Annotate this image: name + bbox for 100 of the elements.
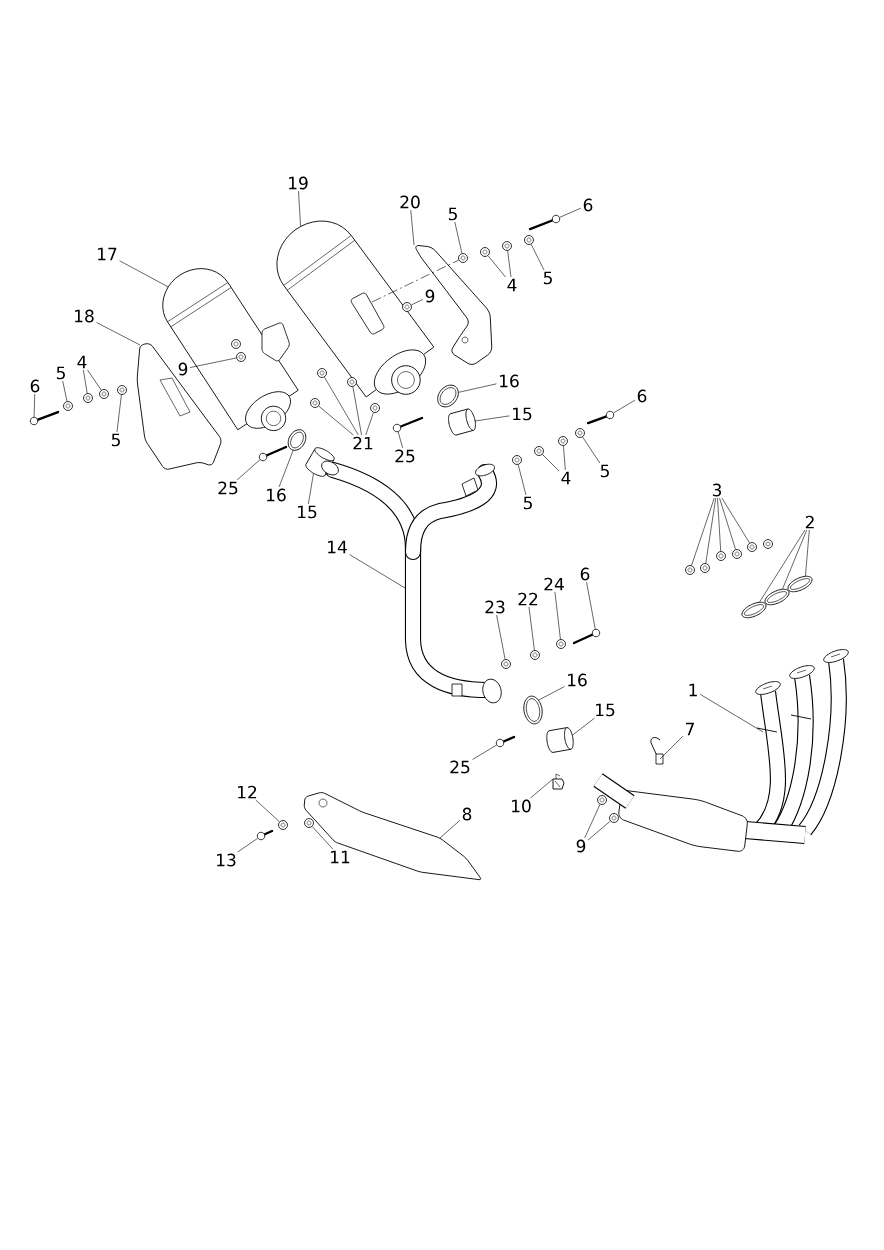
leader-line <box>782 529 808 590</box>
heat-shield <box>415 245 493 365</box>
callout-number: 5 <box>523 496 532 510</box>
callout-number: 6 <box>637 389 647 403</box>
leader-line <box>255 799 280 822</box>
leader-line <box>237 838 258 853</box>
callout-number: 13 <box>217 853 236 867</box>
callout-number: 17 <box>98 247 117 261</box>
callout-number: 15 <box>298 505 317 519</box>
callout-number: 4 <box>77 355 87 369</box>
callout-number: 15 <box>513 407 532 421</box>
leader-line <box>530 778 554 799</box>
callout-number: 20 <box>400 195 420 209</box>
washer <box>524 235 534 245</box>
leader-line <box>308 473 314 505</box>
heat-shield <box>136 343 222 470</box>
bolt <box>495 735 516 748</box>
callout-number: 19 <box>289 176 308 190</box>
washer <box>575 428 585 438</box>
callout-number: 25 <box>450 760 470 774</box>
leader-line <box>705 497 717 564</box>
callout-number: 6 <box>580 567 590 581</box>
leader-line <box>312 826 334 850</box>
leader-line <box>278 449 294 488</box>
leader-line <box>83 369 88 394</box>
leader-line <box>582 436 601 464</box>
leader-line <box>559 207 582 218</box>
callout-number: 4 <box>507 278 517 292</box>
clamp <box>287 429 307 451</box>
leader-line <box>530 244 545 271</box>
callout-number: 16 <box>500 374 519 388</box>
leader-line <box>472 744 497 760</box>
washer <box>63 401 73 411</box>
gasket <box>787 575 813 593</box>
muffler <box>276 220 435 398</box>
callout-number: 9 <box>425 289 435 303</box>
leader-line <box>87 369 102 391</box>
callout-number: 6 <box>30 379 40 393</box>
collar-bolt <box>501 659 511 669</box>
leader-line <box>719 497 736 550</box>
callout-number: 5 <box>56 366 65 380</box>
callout-number: 25 <box>395 449 415 463</box>
nut <box>402 302 412 312</box>
bolt <box>29 410 60 426</box>
nut <box>83 393 93 403</box>
leader-line <box>563 445 566 471</box>
leader-line <box>119 260 169 288</box>
leader-line <box>349 554 406 589</box>
nut <box>685 565 695 575</box>
bolt <box>392 416 424 433</box>
bolt <box>256 829 274 841</box>
callout-number: 12 <box>238 785 257 799</box>
leader-line <box>62 380 68 402</box>
leader-line <box>584 804 601 839</box>
callout-number: 10 <box>512 799 531 813</box>
callout-number: 18 <box>75 309 94 323</box>
callout-number: 9 <box>576 839 586 853</box>
washer <box>278 820 288 830</box>
callout-number: 22 <box>518 592 538 606</box>
nut <box>502 241 512 251</box>
leader-line <box>410 209 415 246</box>
screw <box>370 403 380 413</box>
leader-line <box>298 190 301 227</box>
callout-number: 16 <box>568 673 587 687</box>
leader-line <box>542 454 560 472</box>
callout-number: 4 <box>561 471 571 485</box>
nut <box>763 539 773 549</box>
heat-shield <box>303 792 482 881</box>
bolt <box>528 214 561 231</box>
leader-line <box>236 459 261 481</box>
leader-line <box>454 221 463 254</box>
leader-line <box>324 376 359 436</box>
leader-line <box>721 497 750 544</box>
clip <box>552 773 565 790</box>
bolt <box>586 410 615 425</box>
nut <box>99 389 109 399</box>
washer <box>458 253 468 263</box>
callout-number: 3 <box>712 483 722 497</box>
leader-line <box>411 299 424 306</box>
callout-number: 24 <box>544 577 564 591</box>
leader-line <box>439 820 461 839</box>
leader-line <box>759 529 806 603</box>
leader-line <box>352 386 362 436</box>
sleeve <box>546 727 574 753</box>
leader-line <box>805 529 810 577</box>
gasket <box>741 601 767 619</box>
leader-line <box>507 250 512 278</box>
nut <box>558 436 568 446</box>
screw <box>310 398 320 408</box>
gasket <box>764 588 790 606</box>
screw <box>317 368 327 378</box>
nut <box>700 563 710 573</box>
leader-line <box>554 591 561 640</box>
bolt <box>572 628 601 645</box>
sleeve <box>448 408 476 436</box>
nut <box>480 247 490 257</box>
leader-line <box>691 497 715 566</box>
leader-line <box>587 820 611 841</box>
leader-line <box>189 357 237 368</box>
nut <box>534 446 544 456</box>
